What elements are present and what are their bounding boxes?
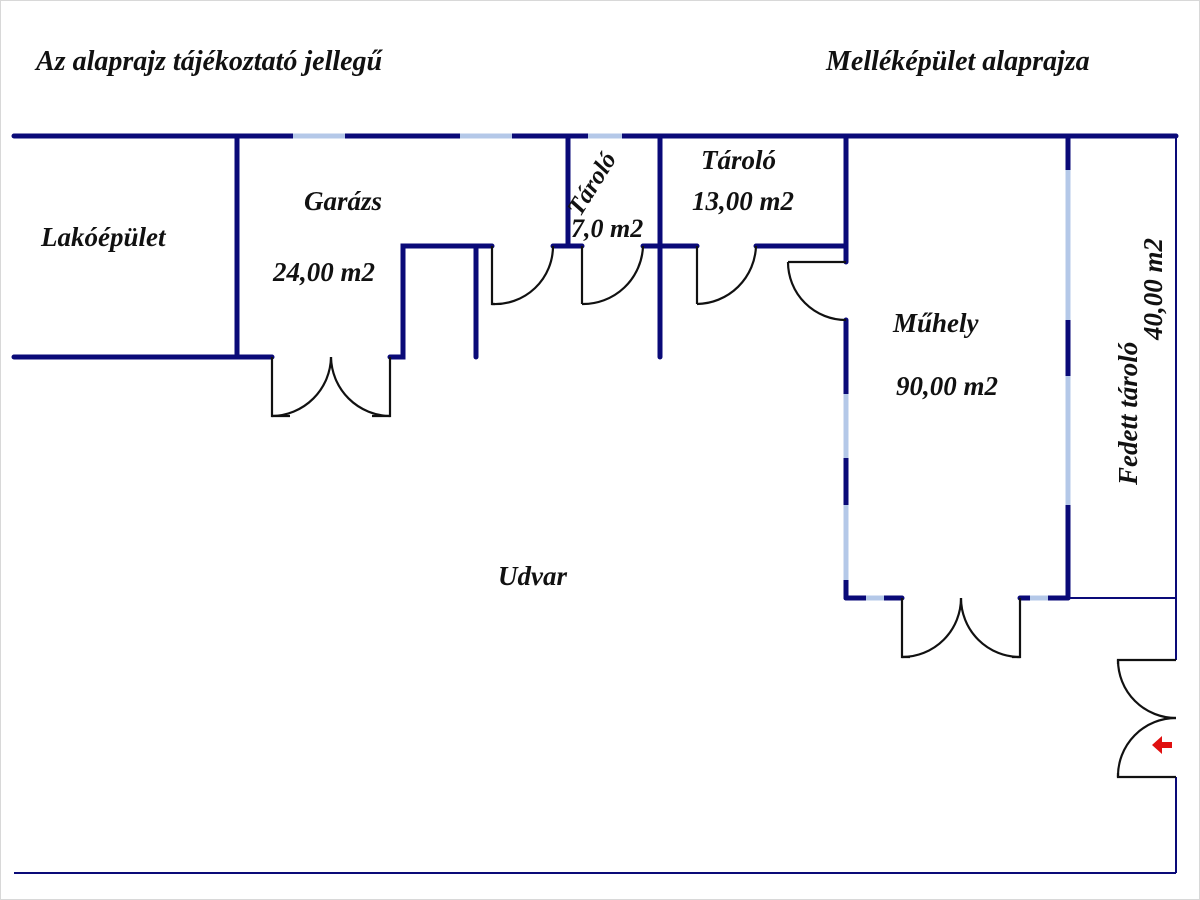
walls (11, 133, 1179, 601)
small-tarolo-door (580, 245, 645, 306)
room-label-lakoepulet: Lakóépület (41, 222, 166, 252)
room-label-garazs: Garázs (304, 186, 383, 216)
disclaimer-heading: Az alaprajz tájékoztató jellegű (36, 46, 383, 77)
entrance-arrow-icon (1152, 736, 1172, 754)
room-area-muhely: 90,00 m2 (896, 371, 999, 401)
tarolo-door (695, 245, 758, 306)
garazs-step-wall (387, 243, 473, 360)
room-label-tarolo: Tároló (701, 145, 777, 175)
plan-title-heading: Melléképület alaprajza (826, 46, 1090, 77)
doors (270, 245, 1177, 779)
room-label-fedett-tarolo: Fedett tároló (1113, 341, 1143, 485)
room-label-udvar: Udvar (498, 561, 567, 591)
garazs-double-door (270, 356, 392, 418)
windows (293, 133, 1071, 601)
muhely-side-door (786, 260, 847, 322)
room-label-muhely: Műhely (893, 308, 979, 338)
room-area-tarolo: 13,00 m2 (692, 186, 795, 216)
room-area-small-tarolo: 7,0 m2 (571, 214, 644, 243)
corridor-door (490, 245, 555, 306)
outer-boundary (14, 136, 1177, 874)
yard-entrance-gate (1116, 658, 1177, 779)
room-area-fedett-tarolo: 40,00 m2 (1138, 237, 1168, 340)
muhely-double-door (900, 597, 1022, 659)
room-area-garazs: 24,00 m2 (273, 257, 376, 287)
